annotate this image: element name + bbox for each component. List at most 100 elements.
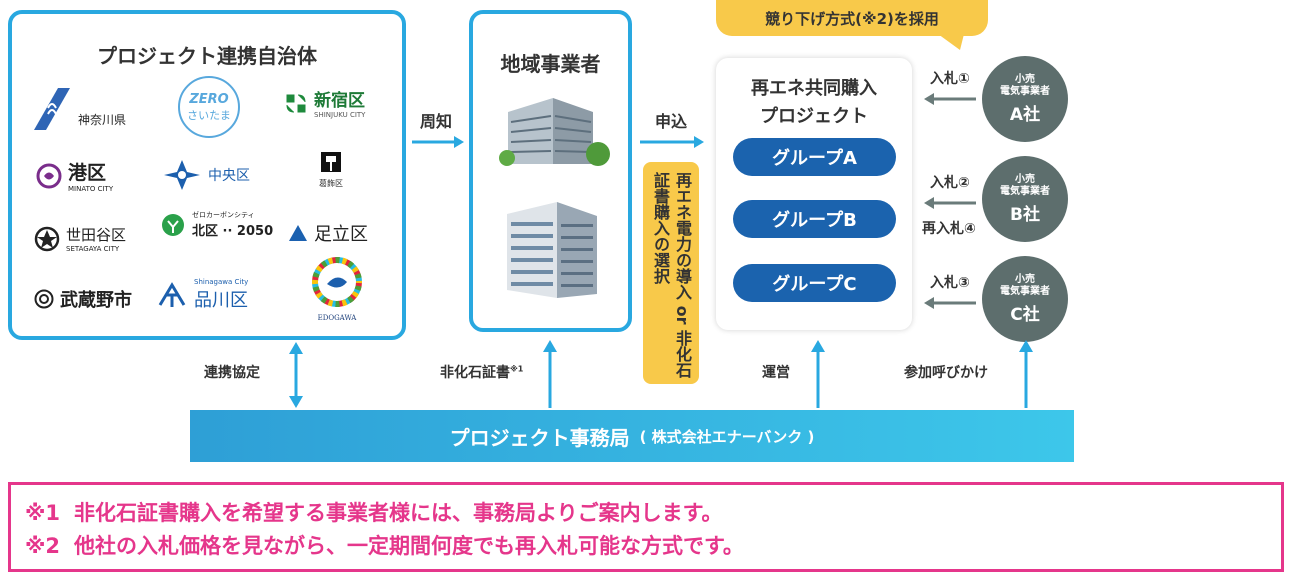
call-arrow-icon	[1019, 340, 1033, 408]
operate-label: 運営	[762, 365, 790, 381]
auction-badge-pointer-icon	[938, 34, 964, 50]
company-a-small1: 小売	[1015, 73, 1035, 85]
minato-label: 港区	[68, 162, 107, 184]
notify-label: 周知	[420, 112, 453, 131]
project-title-line2: プロジェクト	[760, 106, 868, 127]
apply-label: 申込	[655, 112, 688, 131]
call-label: 参加呼びかけ	[904, 365, 988, 381]
bid-1-arrow-icon	[924, 93, 976, 105]
company-b-circle: 小売 電気事業者 B社	[982, 156, 1068, 242]
choice-box: 再エネ電力の導入 or 非化石証書購入の選択	[643, 162, 699, 384]
katsushika-label: 葛飾区	[319, 179, 343, 188]
kanagawa-emblem-icon	[34, 88, 70, 130]
note-2: ※2 他社の入札価格を見ながら、一定期間何度でも再入札可能な方式です。	[25, 530, 1281, 563]
shinagawa-logo: Shinagawa City 品川区	[156, 278, 248, 312]
note-2-mark: ※2	[25, 534, 61, 558]
secretariat-sub: ( 株式会社エナーバンク )	[639, 427, 815, 446]
company-b-small1: 小売	[1015, 173, 1035, 185]
bid-3-label: 入札③	[930, 275, 970, 291]
edogawa-sdgs-wheel-icon	[312, 257, 362, 307]
minato-en-label: MINATO CITY	[68, 185, 114, 193]
chuo-logo: 中央区	[162, 158, 250, 192]
operate-arrow-icon	[811, 340, 825, 408]
company-b-small2: 電気事業者	[1000, 185, 1050, 197]
cert-label-sup: ※1	[510, 364, 524, 374]
katsushika-logo: 葛飾区	[316, 150, 346, 189]
kita-small-label: ゼロカーボンシティ	[192, 211, 255, 219]
edogawa-logo: EDOGAWA	[302, 254, 372, 322]
cert-arrow-icon	[543, 340, 557, 408]
edogawa-label: EDOGAWA	[317, 314, 357, 322]
shinagawa-emblem-icon	[158, 282, 186, 307]
company-a-name: A社	[1009, 104, 1041, 125]
kanagawa-logo: 神奈川県	[32, 86, 126, 132]
note-1-mark: ※1	[25, 501, 61, 525]
kita-emblem-icon	[162, 213, 184, 236]
notes-box: ※1 非化石証書購入を希望する事業者様には、事務局よりご案内します。 ※2 他社…	[8, 482, 1284, 572]
note-2-text: 他社の入札価格を見ながら、一定期間何度でも再入札可能な方式です。	[74, 534, 744, 558]
project-title-line1: 再エネ共同購入	[751, 78, 877, 99]
musashino-emblem-icon	[34, 289, 54, 309]
secretariat-bar: プロジェクト事務局 ( 株式会社エナーバンク )	[190, 410, 1074, 462]
saitama-zero-label: ZERO	[189, 91, 229, 107]
musashino-logo: 武蔵野市	[34, 286, 132, 312]
company-c-small2: 電気事業者	[1000, 285, 1050, 297]
rebid-label: 再入札④	[922, 221, 976, 237]
group-a-button[interactable]: グループA	[733, 138, 896, 176]
auction-badge: 競り下げ方式(※2)を採用	[716, 0, 988, 36]
bid-1-label: 入札①	[930, 71, 970, 87]
shinagawa-label: 品川区	[194, 290, 248, 311]
municipalities-panel: プロジェクト連携自治体 神奈川県 ZERO さいたま 新宿区 SHINJUKU …	[8, 10, 406, 340]
setagaya-emblem-icon	[34, 226, 60, 251]
choice-text: 再エネ電力の導入 or 非化石証書購入の選択	[651, 172, 692, 379]
municipalities-title: プロジェクト連携自治体	[97, 44, 317, 68]
cooperation-double-arrow-icon	[289, 342, 303, 408]
kanagawa-label: 神奈川県	[78, 112, 127, 127]
bid-3-arrow-icon	[924, 297, 976, 309]
setagaya-en-label: SETAGAYA CITY	[66, 245, 120, 253]
setagaya-logo: 世田谷区 SETAGAYA CITY	[34, 224, 126, 253]
note-1: ※1 非化石証書購入を希望する事業者様には、事務局よりご案内します。	[25, 497, 1281, 530]
company-c-small1: 小売	[1015, 273, 1035, 285]
adachi-label: 足立区	[314, 224, 368, 245]
shinjuku-en-label: SHINJUKU CITY	[314, 111, 366, 119]
kita-label: 北区 ·· 2050	[192, 224, 274, 239]
chuo-label: 中央区	[208, 168, 250, 184]
setagaya-label: 世田谷区	[66, 226, 127, 244]
katsushika-emblem-icon	[321, 152, 341, 172]
shinjuku-emblem-icon	[286, 94, 306, 112]
office-building-icon	[499, 98, 610, 166]
minato-logo: 港区 MINATO CITY	[36, 158, 113, 193]
auction-badge-text: 競り下げ方式(※2)を採用	[765, 9, 939, 28]
company-c-name: C社	[1010, 304, 1040, 325]
company-a-small2: 電気事業者	[1000, 85, 1050, 97]
saitama-label: さいたま	[187, 108, 231, 122]
minato-emblem-icon	[36, 163, 62, 188]
shinagawa-en-label: Shinagawa City	[194, 278, 249, 286]
company-a-circle: 小売 電気事業者 A社	[982, 56, 1068, 142]
company-b-name: B社	[1010, 204, 1040, 225]
adachi-logo: 足立区	[288, 220, 368, 246]
shinjuku-logo: 新宿区 SHINJUKU CITY	[284, 86, 365, 119]
shinjuku-label: 新宿区	[314, 91, 365, 111]
adachi-emblem-icon	[289, 225, 307, 241]
skyscraper-building-icon	[507, 202, 597, 298]
secretariat-main: プロジェクト事務局	[449, 425, 630, 450]
bid-2-label: 入札②	[930, 175, 970, 191]
bid-2-arrow-icon	[924, 197, 976, 209]
notify-arrow-icon	[412, 136, 464, 148]
kita-logo: ゼロカーボンシティ 北区 ·· 2050	[160, 210, 273, 239]
operators-panel: 地域事業者	[469, 10, 632, 332]
cert-label-text: 非化石証書	[440, 365, 510, 381]
group-c-button[interactable]: グループC	[733, 264, 896, 302]
note-1-text: 非化石証書購入を希望する事業者様には、事務局よりご案内します。	[74, 501, 723, 525]
company-c-circle: 小売 電気事業者 C社	[982, 256, 1068, 342]
musashino-label: 武蔵野市	[60, 290, 132, 311]
operators-title: 地域事業者	[500, 52, 601, 76]
apply-arrow-icon	[640, 136, 704, 148]
cert-label: 非化石証書※1	[440, 362, 523, 382]
chuo-emblem-icon	[164, 160, 200, 190]
saitama-logo: ZERO さいたま	[178, 76, 240, 138]
group-b-button[interactable]: グループB	[733, 200, 896, 238]
cooperation-label: 連携協定	[204, 365, 260, 381]
